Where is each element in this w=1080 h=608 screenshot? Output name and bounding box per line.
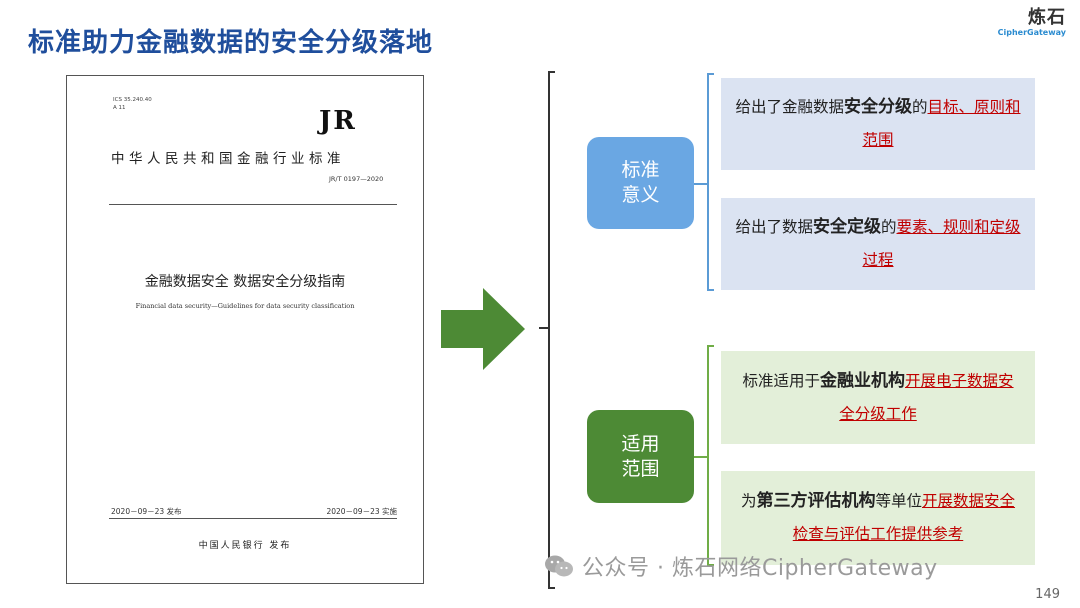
blue-bracket-tick bbox=[694, 183, 707, 185]
main-bracket-tick bbox=[539, 327, 549, 329]
doc-title-cn: 金融数据安全 数据安全分级指南 bbox=[144, 274, 346, 290]
item-bold-text: 安全定级 bbox=[812, 217, 881, 237]
slide-title: 标准助力金融数据的安全分级落地 bbox=[28, 28, 434, 58]
item-bold-text: 第三方评估机构 bbox=[756, 491, 876, 511]
logo-cn: 炼石 bbox=[1028, 7, 1066, 28]
scope-label: 适用范围 bbox=[587, 410, 694, 503]
doc-issuer: 中国人民银行 发布 bbox=[198, 541, 292, 551]
blue-bracket-top bbox=[707, 73, 714, 75]
logo-en: CipherGateway bbox=[997, 28, 1066, 37]
doc-ics: ICS 35.240.40 bbox=[113, 97, 152, 103]
item-text: 标准适用于 bbox=[742, 371, 820, 390]
doc-release-date: 2020－09－23 发布 bbox=[111, 507, 182, 516]
item-bold-text: 金融业机构 bbox=[820, 370, 905, 391]
watermark-text: 公众号 · 炼石网络CipherGateway bbox=[582, 556, 938, 581]
company-logo: 炼石 CipherGateway bbox=[998, 8, 1066, 38]
right-arrow-icon bbox=[441, 288, 525, 370]
main-bracket-top bbox=[548, 71, 555, 73]
green-bracket-bottom bbox=[707, 564, 714, 566]
scope-item-2: 为第三方评估机构等单位开展数据安全检查与评估工作提供参考 bbox=[721, 471, 1035, 565]
doc-ics-code: ICS 35.240.40 A 11 bbox=[113, 96, 152, 112]
item-text: 等单位 bbox=[875, 492, 922, 510]
wechat-watermark: 公众号 · 炼石网络CipherGateway bbox=[544, 550, 938, 582]
doc-standard-type: 中华人民共和国金融行业标准 bbox=[111, 151, 345, 167]
item-text: 给出了金融数据 bbox=[735, 98, 844, 116]
scope-item-1: 标准适用于金融业机构开展电子数据安全分级工作 bbox=[721, 351, 1035, 444]
significance-label: 标准意义 bbox=[587, 137, 694, 229]
green-bracket-top bbox=[707, 345, 714, 347]
item-bold-text: 安全分级 bbox=[843, 97, 912, 117]
item-highlight-text: 开展数据安全检查与评估工作提供参考 bbox=[792, 492, 1016, 543]
doc-implement-date: 2020－09－23 实施 bbox=[326, 507, 397, 516]
page-number: 149 bbox=[1035, 587, 1060, 602]
item-text: 的 bbox=[911, 98, 928, 116]
item-highlight-text: 要素、规则和定级过程 bbox=[862, 218, 1021, 269]
item-text: 给出了数据 bbox=[735, 218, 813, 236]
green-bracket-tick bbox=[694, 456, 707, 458]
doc-divider-bottom bbox=[109, 518, 397, 519]
doc-divider-top bbox=[109, 204, 397, 205]
item-highlight-text: 目标、原则和范围 bbox=[862, 98, 1021, 149]
significance-item-1: 给出了金融数据安全分级的目标、原则和范围 bbox=[721, 78, 1035, 170]
doc-standard-number: JR/T 0197—2020 bbox=[329, 175, 384, 183]
item-text: 为 bbox=[740, 492, 757, 510]
blue-bracket-bottom bbox=[707, 289, 714, 291]
item-highlight-text: 开展电子数据安全分级工作 bbox=[839, 371, 1014, 423]
wechat-icon bbox=[545, 555, 573, 577]
blue-bracket-vertical bbox=[707, 73, 709, 290]
main-bracket-vertical bbox=[548, 71, 550, 588]
main-bracket-bottom bbox=[548, 587, 555, 589]
doc-ccs: A 11 bbox=[113, 105, 126, 111]
item-text: 的 bbox=[880, 218, 897, 236]
doc-jr-mark: JR bbox=[319, 106, 357, 136]
significance-item-2: 给出了数据安全定级的要素、规则和定级过程 bbox=[721, 198, 1035, 290]
standard-document-cover: ICS 35.240.40 A 11 JR 中华人民共和国金融行业标准 JR/T… bbox=[66, 75, 424, 584]
green-bracket-vertical bbox=[707, 345, 709, 565]
doc-title-en: Financial data security—Guidelines for d… bbox=[135, 302, 355, 310]
